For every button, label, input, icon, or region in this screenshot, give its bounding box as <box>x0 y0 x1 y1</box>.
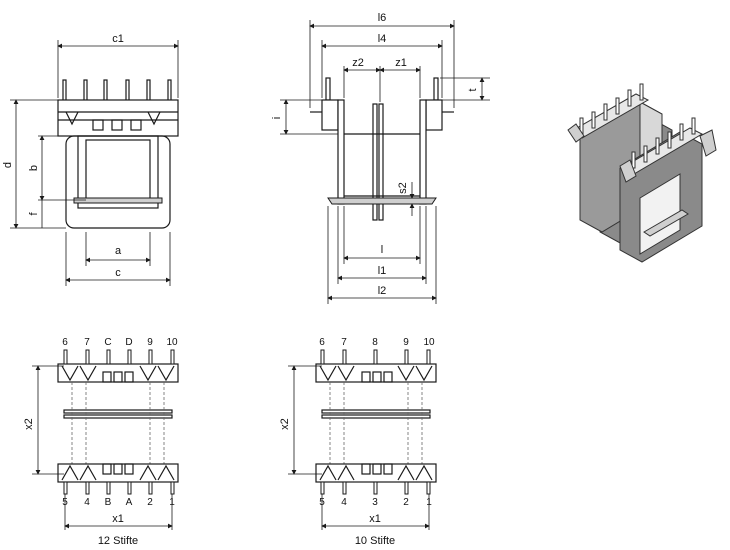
front-view: c1 d b f a c <box>2 33 179 286</box>
dim-d: d <box>2 162 14 168</box>
pin-label: 9 <box>147 337 153 348</box>
bottom-view-10: 6 7 8 9 10 5 4 3 2 1 x2 x1 10 Stifte <box>279 337 437 547</box>
pin-label: 9 <box>403 337 409 348</box>
dim-l2: l2 <box>378 285 387 297</box>
dim-x1: x1 <box>112 513 124 525</box>
pin-label: 6 <box>319 337 325 348</box>
dim-z2: z2 <box>352 57 364 69</box>
front-view-header <box>57 99 179 137</box>
side-view-base <box>327 197 437 205</box>
caption-12-pins: 12 Stifte <box>98 535 138 547</box>
side-view-pin-left <box>325 77 331 101</box>
pin-label: 7 <box>341 337 347 348</box>
dim-x2: x2 <box>23 418 35 430</box>
dim-b: b <box>28 165 40 171</box>
dim-c1: c1 <box>112 33 124 45</box>
dim-x1: x1 <box>369 513 381 525</box>
bottom-view-12: 6 7 C D 9 10 5 4 B A 2 1 x2 x1 12 Stifte <box>23 337 179 547</box>
dim-t: t <box>467 88 479 91</box>
dim-s2: s2 <box>397 182 409 194</box>
pin-label: 10 <box>166 337 178 348</box>
side-view: l6 l4 z2 z1 t i s2 <box>271 12 490 304</box>
front-view-bar <box>73 197 163 204</box>
front-view-pins <box>62 79 172 103</box>
bottom12-header-top <box>57 363 179 383</box>
pin-label: 7 <box>84 337 90 348</box>
pin-label: A <box>126 497 133 508</box>
pin-label: 4 <box>84 497 90 508</box>
pin-label: 2 <box>147 497 153 508</box>
front-view-window <box>85 139 151 201</box>
dim-l1: l1 <box>378 265 387 277</box>
dim-l: l <box>381 244 383 256</box>
side-view-pin-right <box>433 77 439 101</box>
side-view-flange-left <box>337 99 345 205</box>
pin-label: 4 <box>341 497 347 508</box>
pin-label: D <box>125 337 132 348</box>
front-view-flange <box>65 135 171 229</box>
dim-l6: l6 <box>378 12 387 24</box>
bottom10-header-top <box>315 363 437 383</box>
pin-label: 2 <box>403 497 409 508</box>
isometric-view <box>567 83 717 263</box>
side-view-flange-right <box>419 99 427 205</box>
dim-z1: z1 <box>395 57 407 69</box>
dim-f: f <box>28 212 40 216</box>
pin-label: B <box>105 497 112 508</box>
dim-i: i <box>271 117 283 119</box>
dim-a: a <box>115 245 122 257</box>
dim-l4: l4 <box>378 33 387 45</box>
bottom10-header-bottom <box>315 463 437 483</box>
pin-label: 8 <box>372 337 378 348</box>
pin-label: 6 <box>62 337 68 348</box>
dim-c: c <box>115 267 121 279</box>
bottom12-header-bottom <box>57 463 179 483</box>
pin-label: 3 <box>372 497 378 508</box>
pin-label: C <box>104 337 111 348</box>
dim-x2: x2 <box>279 418 291 430</box>
pin-label: 10 <box>423 337 435 348</box>
caption-10-pins: 10 Stifte <box>355 535 395 547</box>
